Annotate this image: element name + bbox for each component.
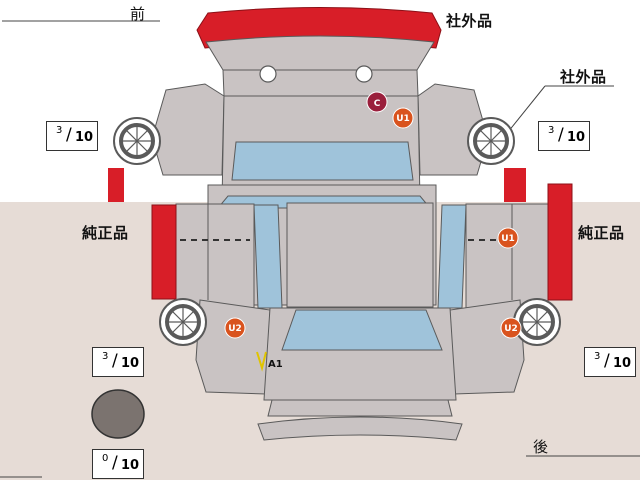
marker-a1: A1 xyxy=(256,351,283,372)
rear-window xyxy=(231,141,414,181)
wheel-front-right-icon xyxy=(513,298,561,346)
right-red-panel xyxy=(547,183,573,301)
wheel-front-left-icon xyxy=(159,298,207,346)
roof-center xyxy=(286,202,434,308)
wheel-rear-right-icon xyxy=(467,117,515,165)
tread-box-slash: / xyxy=(66,125,72,145)
wheel-rear-left-icon xyxy=(113,117,161,165)
tread-box-rear-left: 3 / 10 xyxy=(46,121,98,151)
front-fender-left xyxy=(195,299,271,395)
tread-box-slash: / xyxy=(112,351,118,371)
marker-u2-left: U2 xyxy=(224,317,246,339)
front-label: 前 xyxy=(130,5,146,23)
left-body-panel xyxy=(175,203,255,309)
tread-box-rear-right: 3 / 10 xyxy=(538,121,590,151)
tread-box-denominator: 10 xyxy=(121,356,140,371)
right-side-window xyxy=(437,204,467,309)
tread-box-slash: / xyxy=(558,125,564,145)
aftermarket-top-label: 社外品 xyxy=(446,12,493,30)
marker-c: C xyxy=(366,91,388,113)
left-rear-fender xyxy=(151,83,225,176)
right-body-panel xyxy=(465,203,549,309)
marker-c-label: C xyxy=(374,99,381,109)
left-red-panel xyxy=(151,204,177,300)
marker-u2-right: U2 xyxy=(500,317,522,339)
marker-u1-top: U1 xyxy=(392,107,414,129)
marker-u2-right-label: U2 xyxy=(504,324,518,334)
tread-box-numerator: 3 xyxy=(548,125,555,136)
tread-box-numerator: 3 xyxy=(594,351,601,362)
tread-box-denominator: 10 xyxy=(613,356,632,371)
marker-u1-right: U1 xyxy=(497,227,519,249)
tread-box-denominator: 10 xyxy=(121,458,140,473)
tread-box-slash: / xyxy=(604,351,610,371)
rear-hatch xyxy=(205,35,435,71)
tread-box-spare: 0 / 10 xyxy=(92,449,144,479)
tread-box-numerator: 0 xyxy=(102,453,109,464)
marker-u1-top-label: U1 xyxy=(396,114,410,124)
rear-body xyxy=(222,69,419,97)
rear-bumper-right xyxy=(504,168,526,202)
tread-box-numerator: 3 xyxy=(102,351,109,362)
front-fender-right xyxy=(449,299,525,395)
tread-box-denominator: 10 xyxy=(567,130,586,145)
tread-box-front-right: 3 / 10 xyxy=(584,347,636,377)
tread-box-numerator: 3 xyxy=(56,125,63,136)
genuine-left-label: 純正品 xyxy=(82,224,129,242)
marker-u1-right-label: U1 xyxy=(501,234,515,244)
left-side-window xyxy=(253,204,283,309)
marker-u2-left-label: U2 xyxy=(228,324,242,334)
front-lip xyxy=(257,416,463,441)
rear-label: 後 xyxy=(533,438,549,456)
rear-light-right-icon xyxy=(355,65,373,83)
rear-bumper-left xyxy=(108,168,124,202)
front-window xyxy=(281,309,443,351)
marker-a1-label: A1 xyxy=(268,359,283,370)
genuine-right-label: 純正品 xyxy=(578,224,625,242)
aftermarket-right-label: 社外品 xyxy=(560,68,607,86)
tread-box-slash: / xyxy=(112,453,118,473)
callout-line-aftermarket xyxy=(507,85,546,133)
front-bumper xyxy=(267,399,453,417)
rear-light-left-icon xyxy=(259,65,277,83)
tread-box-front-left: 3 / 10 xyxy=(92,347,144,377)
spare-tire-icon xyxy=(91,389,145,439)
tread-box-denominator: 10 xyxy=(75,130,94,145)
